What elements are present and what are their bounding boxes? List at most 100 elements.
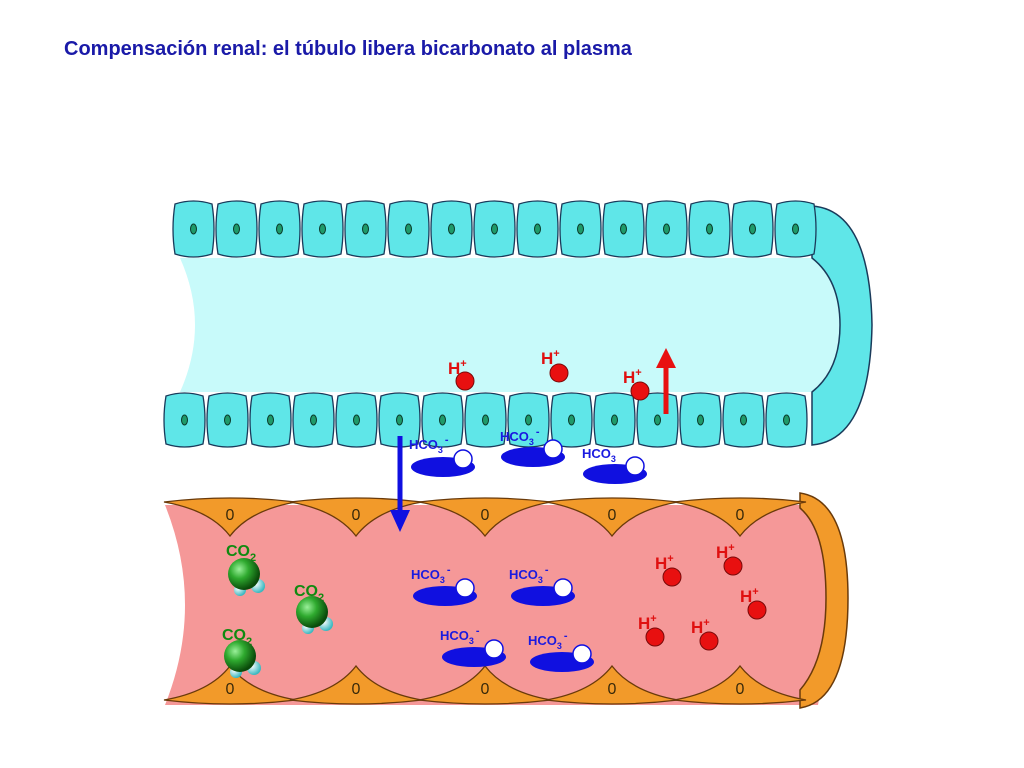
- h-ion-charge: +: [752, 586, 758, 598]
- h-ion-dot: [630, 381, 650, 401]
- endothelial-cell: 0: [163, 664, 297, 705]
- bicarbonate-charge: -: [445, 434, 449, 446]
- epithelial-cell: [473, 200, 516, 258]
- h-ion-charge: +: [635, 367, 641, 379]
- arrow-up: [656, 348, 676, 414]
- bicarbonate-charge: -: [536, 426, 540, 438]
- epithelial-cell: [206, 392, 249, 448]
- h-ion-charge: +: [703, 617, 709, 629]
- tubule-top-cell-row: [172, 200, 817, 258]
- cell-nucleus: [654, 414, 661, 426]
- h-ion: H+: [541, 348, 569, 383]
- cell-nucleus: [233, 223, 240, 235]
- endothelial-nucleus: 0: [608, 507, 617, 524]
- h-ion: H+: [716, 542, 743, 576]
- endothelial-cell: 0: [289, 497, 423, 538]
- h-ion: H+: [623, 367, 650, 401]
- arrow-down: [390, 436, 410, 532]
- epithelial-cell: [215, 200, 258, 258]
- cell-nucleus: [611, 414, 618, 426]
- epithelial-cell: [645, 200, 688, 258]
- epithelial-cell: [731, 200, 774, 258]
- endothelial-nucleus: 0: [608, 681, 617, 698]
- epithelial-cell: [516, 200, 559, 258]
- co2-carbon: [296, 596, 328, 628]
- h-ion-dot: [549, 363, 569, 383]
- co2-subscript: 2: [318, 592, 324, 604]
- h-ion-charge: +: [460, 358, 466, 370]
- bicarbonate-subscript: 3: [440, 575, 445, 585]
- cell-nucleus: [224, 414, 231, 426]
- cell-nucleus: [353, 414, 360, 426]
- epithelial-cell: [602, 200, 645, 258]
- endothelial-body: [673, 497, 807, 538]
- cell-nucleus: [482, 414, 489, 426]
- epithelial-cell: [335, 392, 378, 448]
- bicarbonate-label: HCO3: [582, 446, 616, 464]
- tubule-end-cap: [811, 205, 873, 446]
- epithelial-cell: [636, 392, 679, 448]
- cell-nucleus: [276, 223, 283, 235]
- epithelial-cell: [464, 392, 507, 448]
- endothelial-nucleus: 0: [352, 507, 361, 524]
- bicarbonate-ion: HCO3-: [500, 426, 565, 467]
- endothelial-nucleus: 0: [736, 507, 745, 524]
- endothelial-body: [289, 664, 423, 705]
- h-ion-dot: [455, 371, 475, 391]
- epithelial-cell: [344, 200, 387, 258]
- cell-nucleus: [706, 223, 713, 235]
- bicarbonate-charge: -: [545, 564, 549, 576]
- co2-subscript: 2: [250, 552, 256, 564]
- bicarbonate-subscript: 3: [529, 437, 534, 447]
- cell-nucleus: [620, 223, 627, 235]
- endothelial-cell: 0: [673, 497, 807, 538]
- epithelial-cell: [301, 200, 344, 258]
- epithelial-cell: [774, 200, 817, 258]
- h-ion: H+: [448, 358, 475, 391]
- cell-nucleus: [267, 414, 274, 426]
- vessel-end-cap: [799, 492, 849, 709]
- endothelial-nucleus: 0: [352, 681, 361, 698]
- epithelial-cell: [387, 200, 430, 258]
- h-ion-dot: [662, 567, 682, 587]
- epithelial-cell: [679, 392, 722, 448]
- endothelial-cell: 0: [418, 664, 552, 705]
- bicarbonate-notch: [543, 439, 563, 459]
- epithelial-cell: [421, 392, 464, 448]
- bicarbonate-notch: [453, 449, 473, 469]
- bicarbonate-charge: -: [476, 625, 480, 637]
- epithelial-cell: [172, 200, 215, 258]
- endothelial-cell: 0: [673, 664, 807, 705]
- epithelial-cell: [722, 392, 765, 448]
- endothelial-body: [673, 664, 807, 705]
- cell-nucleus: [749, 223, 756, 235]
- cell-nucleus: [697, 414, 704, 426]
- bicarbonate-notch: [572, 644, 592, 664]
- cell-nucleus: [181, 414, 188, 426]
- cell-nucleus: [740, 414, 747, 426]
- cell-nucleus: [792, 223, 799, 235]
- bicarbonate-subscript: 3: [469, 636, 474, 646]
- bicarbonate-ion: HCO3-: [411, 564, 477, 606]
- cell-nucleus: [663, 223, 670, 235]
- endothelial-body: [163, 497, 297, 538]
- epithelial-cell: [163, 392, 206, 448]
- epithelial-cell: [688, 200, 731, 258]
- epithelial-cell: [258, 200, 301, 258]
- plasma-lumen: [165, 505, 828, 705]
- h-ion: H+: [740, 586, 767, 620]
- epithelial-cell: [593, 392, 636, 448]
- tubule-lumen: [180, 258, 845, 392]
- bicarbonate-subscript: 3: [438, 445, 443, 455]
- renal-tubule: [163, 200, 873, 448]
- endothelial-cell: 0: [289, 664, 423, 705]
- tubule-bottom-cell-row: [163, 392, 808, 448]
- co2-carbon: [228, 558, 260, 590]
- co2-molecule: CO2: [294, 583, 333, 634]
- endothelial-body: [163, 664, 297, 705]
- endothelial-nucleus: 0: [481, 507, 490, 524]
- endothelial-cell: 0: [545, 664, 679, 705]
- epithelial-cell: [559, 200, 602, 258]
